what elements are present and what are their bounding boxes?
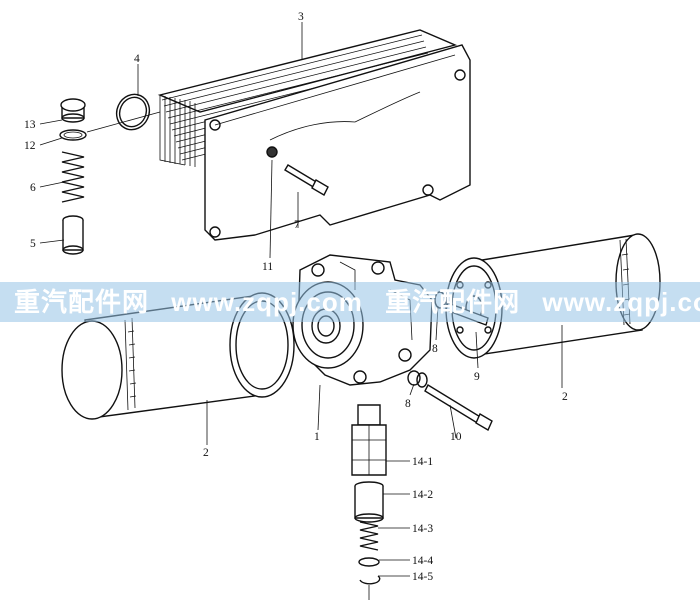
label-9: 9 <box>474 371 480 383</box>
o-ring-4 <box>115 93 151 131</box>
washer-8-lower <box>407 370 428 388</box>
label-10: 10 <box>450 431 462 443</box>
label-6: 6 <box>30 182 36 194</box>
label-1: 1 <box>314 431 320 443</box>
leader-lines <box>39 22 563 600</box>
label-12: 12 <box>24 140 36 152</box>
label-2-right: 2 <box>562 391 568 403</box>
label-14-5: 14-5 <box>412 571 433 583</box>
label-14-2: 14-2 <box>412 489 433 501</box>
valve-plug-13 <box>60 98 86 123</box>
label-2-left: 2 <box>203 447 209 459</box>
watermark-url-1: www.zqpj.com <box>171 287 363 317</box>
valve-piston-5 <box>62 215 84 255</box>
watermark-url-2: www.zqpj.com <box>542 287 700 317</box>
label-5: 5 <box>30 238 36 250</box>
oil-cooler-core <box>157 29 471 241</box>
label-7: 7 <box>294 219 300 231</box>
label-14-3: 14-3 <box>412 523 433 535</box>
label-4: 4 <box>134 53 140 65</box>
valve-piston-14-2 <box>354 481 384 523</box>
label-3: 3 <box>298 11 304 23</box>
watermark-text-1: 重汽配件网 <box>14 287 150 317</box>
watermark-text-2: 重汽配件网 <box>385 287 521 317</box>
label-13: 13 <box>24 119 36 131</box>
washer-14-4 <box>358 557 380 567</box>
part-labels: 3 4 13 12 6 5 7 11 8 8 9 10 1 2 2 14-1 1… <box>24 11 568 583</box>
spring-14-3 <box>359 521 379 551</box>
seal-ring-12 <box>59 129 87 141</box>
label-8-lower: 8 <box>405 398 411 410</box>
valve-body-14-1 <box>351 404 387 476</box>
label-11: 11 <box>262 261 273 273</box>
spring-6 <box>61 151 85 203</box>
bolt-7 <box>284 164 329 196</box>
label-14-1: 14-1 <box>412 456 433 468</box>
snap-ring-14-5 <box>359 575 381 585</box>
label-14-4: 14-4 <box>412 555 433 567</box>
bolt-10 <box>424 384 493 431</box>
label-8-upper: 8 <box>432 343 438 355</box>
watermark-band: 重汽配件网 www.zqpj.com 重汽配件网 www.zqpj.com <box>0 282 700 322</box>
